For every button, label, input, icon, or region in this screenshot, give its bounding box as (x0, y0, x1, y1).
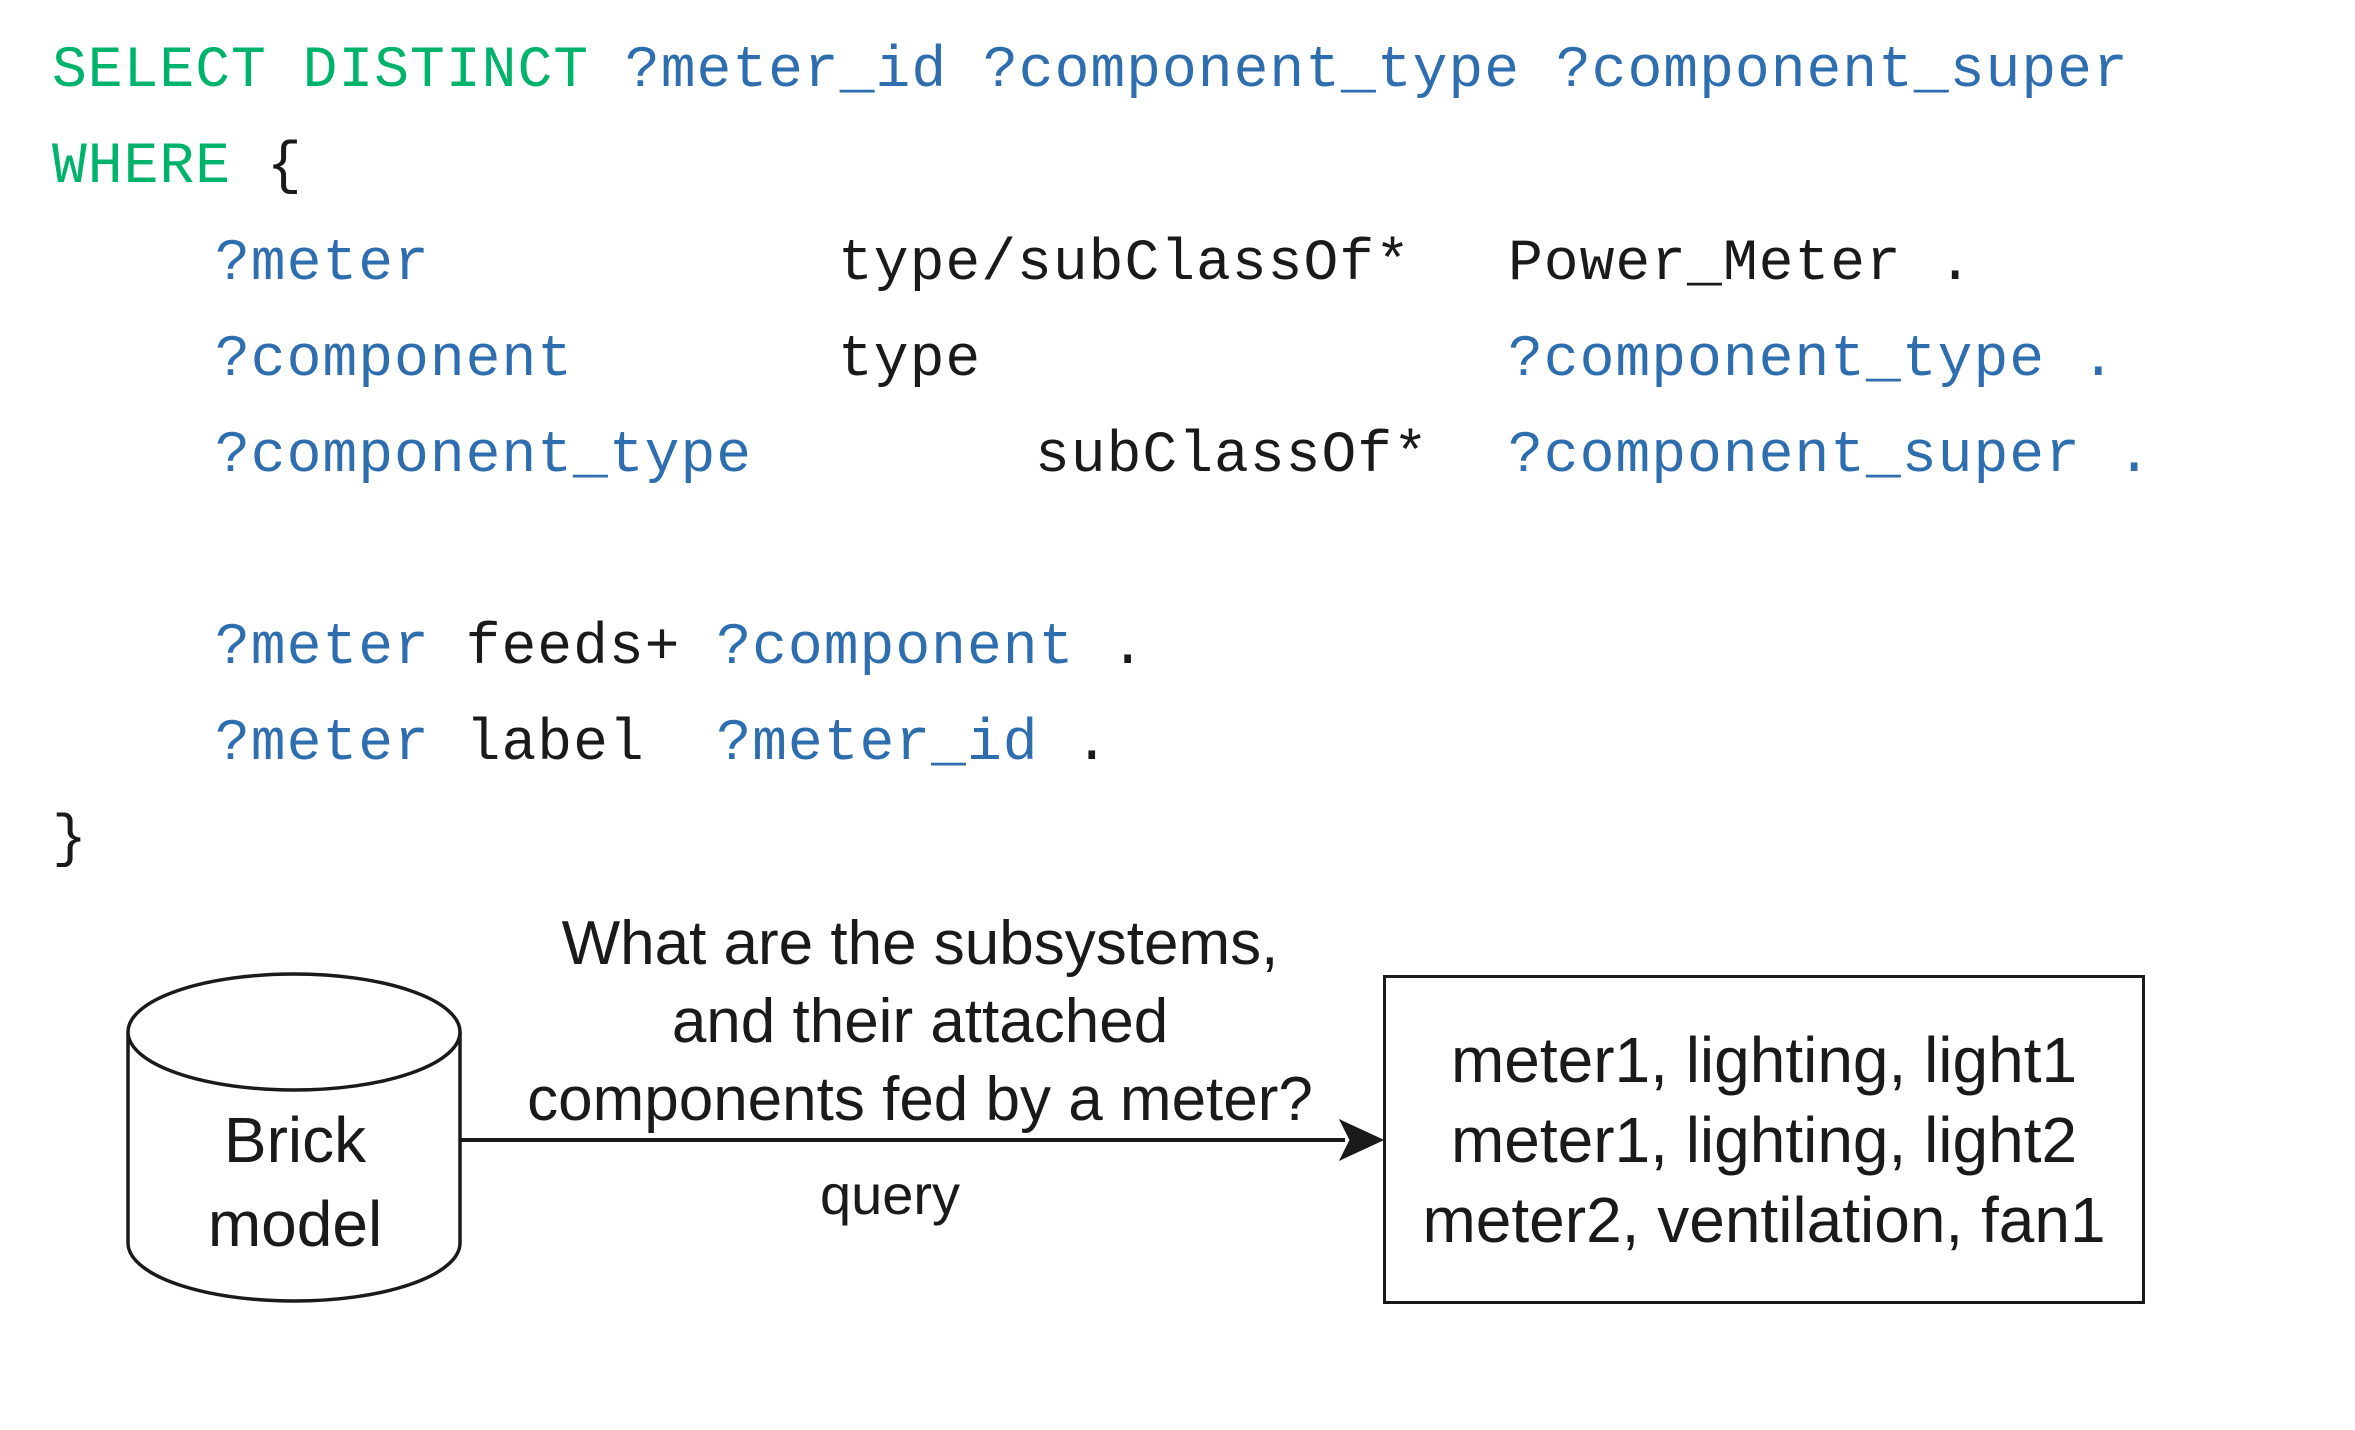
triple-4: ?meter feeds+ ?component . (215, 616, 1146, 681)
triple-1-subject: ?meter (215, 232, 430, 297)
result-row: meter2, ventilation, fan1 (1422, 1184, 2106, 1256)
query-arrow (460, 1118, 1385, 1162)
triple-5: ?meter label ?meter_id . (215, 712, 1111, 777)
select-keyword: SELECT DISTINCT (52, 39, 590, 104)
results-box: meter1, lighting, light1 meter1, lightin… (1383, 975, 2145, 1304)
triple-2-subject: ?component (215, 328, 574, 393)
close-brace: } (52, 808, 88, 873)
triple-2-predicate: type (838, 328, 982, 393)
arrow-label: query (819, 1163, 961, 1226)
query-diagram: What are the subsystems, and their attac… (126, 909, 2145, 1304)
result-row: meter1, lighting, light1 (1450, 1024, 2078, 1096)
question-text: What are the subsystems, and their attac… (527, 909, 1313, 1134)
select-variables: ?meter_id ?component_type ?component_sup… (624, 39, 2129, 104)
open-brace: { (266, 135, 303, 200)
result-row: meter1, lighting, light2 (1450, 1104, 2078, 1176)
triple-3-predicate: subClassOf* (1035, 424, 1429, 489)
database-label: Brick model (207, 1104, 383, 1260)
where-line: WHERE { (52, 133, 303, 203)
triple-3-object: ?component_super . (1508, 424, 2153, 489)
results-list: meter1, lighting, light1 meter1, lightin… (1386, 1020, 2142, 1260)
triple-1-predicate: type/subClassOf* (838, 232, 1411, 297)
triple-3-subject: ?component_type (215, 424, 753, 489)
diagram-shapes (126, 972, 1385, 1303)
where-keyword: WHERE (52, 135, 232, 200)
select-line: SELECT DISTINCT ?meter_id ?component_typ… (52, 37, 2129, 107)
triple-1-object: Power_Meter . (1508, 232, 1974, 297)
database-cylinder-icon (126, 972, 462, 1303)
triple-2-object: ?component_type . (1508, 328, 2117, 393)
